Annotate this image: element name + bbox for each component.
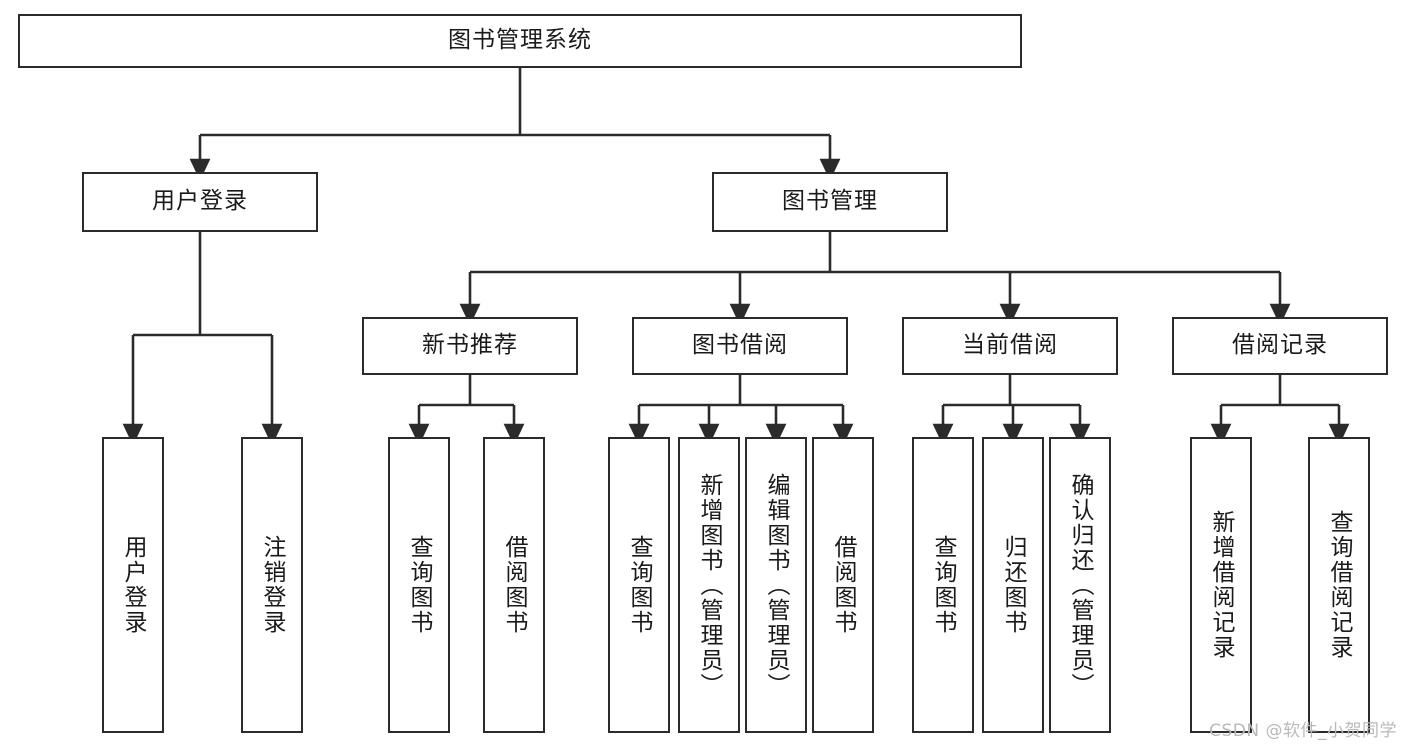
node-leaf-edit-book-label: 编辑图书（管理员）	[763, 472, 790, 698]
node-leaf-user-login-label: 用户登录	[120, 535, 147, 635]
node-leaf-query-book-2[interactable]: 查询图书	[608, 437, 670, 733]
node-user-login-label: 用户登录	[152, 188, 248, 215]
node-borrow-record-label: 借阅记录	[1232, 332, 1328, 359]
node-leaf-borrow-book-2-label: 借阅图书	[830, 535, 857, 635]
node-leaf-user-login[interactable]: 用户登录	[102, 437, 164, 733]
node-leaf-add-record-label: 新增借阅记录	[1208, 510, 1235, 660]
node-root-label: 图书管理系统	[448, 27, 592, 54]
node-user-login[interactable]: 用户登录	[82, 172, 318, 232]
node-leaf-borrow-book-1-label: 借阅图书	[501, 535, 528, 635]
node-new-book-recommend[interactable]: 新书推荐	[362, 317, 578, 375]
node-book-borrow-label: 图书借阅	[692, 332, 788, 359]
node-book-borrow[interactable]: 图书借阅	[632, 317, 848, 375]
node-leaf-query-record[interactable]: 查询借阅记录	[1308, 437, 1370, 733]
node-leaf-borrow-book-2[interactable]: 借阅图书	[812, 437, 874, 733]
node-leaf-query-book-3-label: 查询图书	[930, 535, 957, 635]
node-leaf-return-book-label: 归还图书	[1000, 535, 1027, 635]
node-leaf-borrow-book-1[interactable]: 借阅图书	[483, 437, 545, 733]
node-leaf-logout-label: 注销登录	[259, 535, 286, 635]
node-current-borrow-label: 当前借阅	[962, 332, 1058, 359]
node-borrow-record[interactable]: 借阅记录	[1172, 317, 1388, 375]
node-leaf-add-book-label: 新增图书（管理员）	[696, 472, 723, 698]
node-new-book-recommend-label: 新书推荐	[422, 332, 518, 359]
node-book-manage[interactable]: 图书管理	[712, 172, 948, 232]
node-leaf-confirm-return-label: 确认归还（管理员）	[1067, 472, 1094, 698]
node-current-borrow[interactable]: 当前借阅	[902, 317, 1118, 375]
watermark: CSDN @软件_小贺同学	[1209, 721, 1397, 741]
node-leaf-query-book-2-label: 查询图书	[626, 535, 653, 635]
node-leaf-add-record[interactable]: 新增借阅记录	[1190, 437, 1252, 733]
node-leaf-return-book[interactable]: 归还图书	[982, 437, 1044, 733]
node-leaf-add-book[interactable]: 新增图书（管理员）	[678, 437, 740, 733]
node-root[interactable]: 图书管理系统	[18, 14, 1022, 68]
node-leaf-query-book-1[interactable]: 查询图书	[388, 437, 450, 733]
node-leaf-confirm-return[interactable]: 确认归还（管理员）	[1049, 437, 1111, 733]
node-leaf-query-record-label: 查询借阅记录	[1326, 510, 1353, 660]
node-leaf-logout[interactable]: 注销登录	[241, 437, 303, 733]
node-book-manage-label: 图书管理	[782, 188, 878, 215]
node-leaf-query-book-3[interactable]: 查询图书	[912, 437, 974, 733]
node-leaf-edit-book[interactable]: 编辑图书（管理员）	[745, 437, 807, 733]
node-leaf-query-book-1-label: 查询图书	[406, 535, 433, 635]
